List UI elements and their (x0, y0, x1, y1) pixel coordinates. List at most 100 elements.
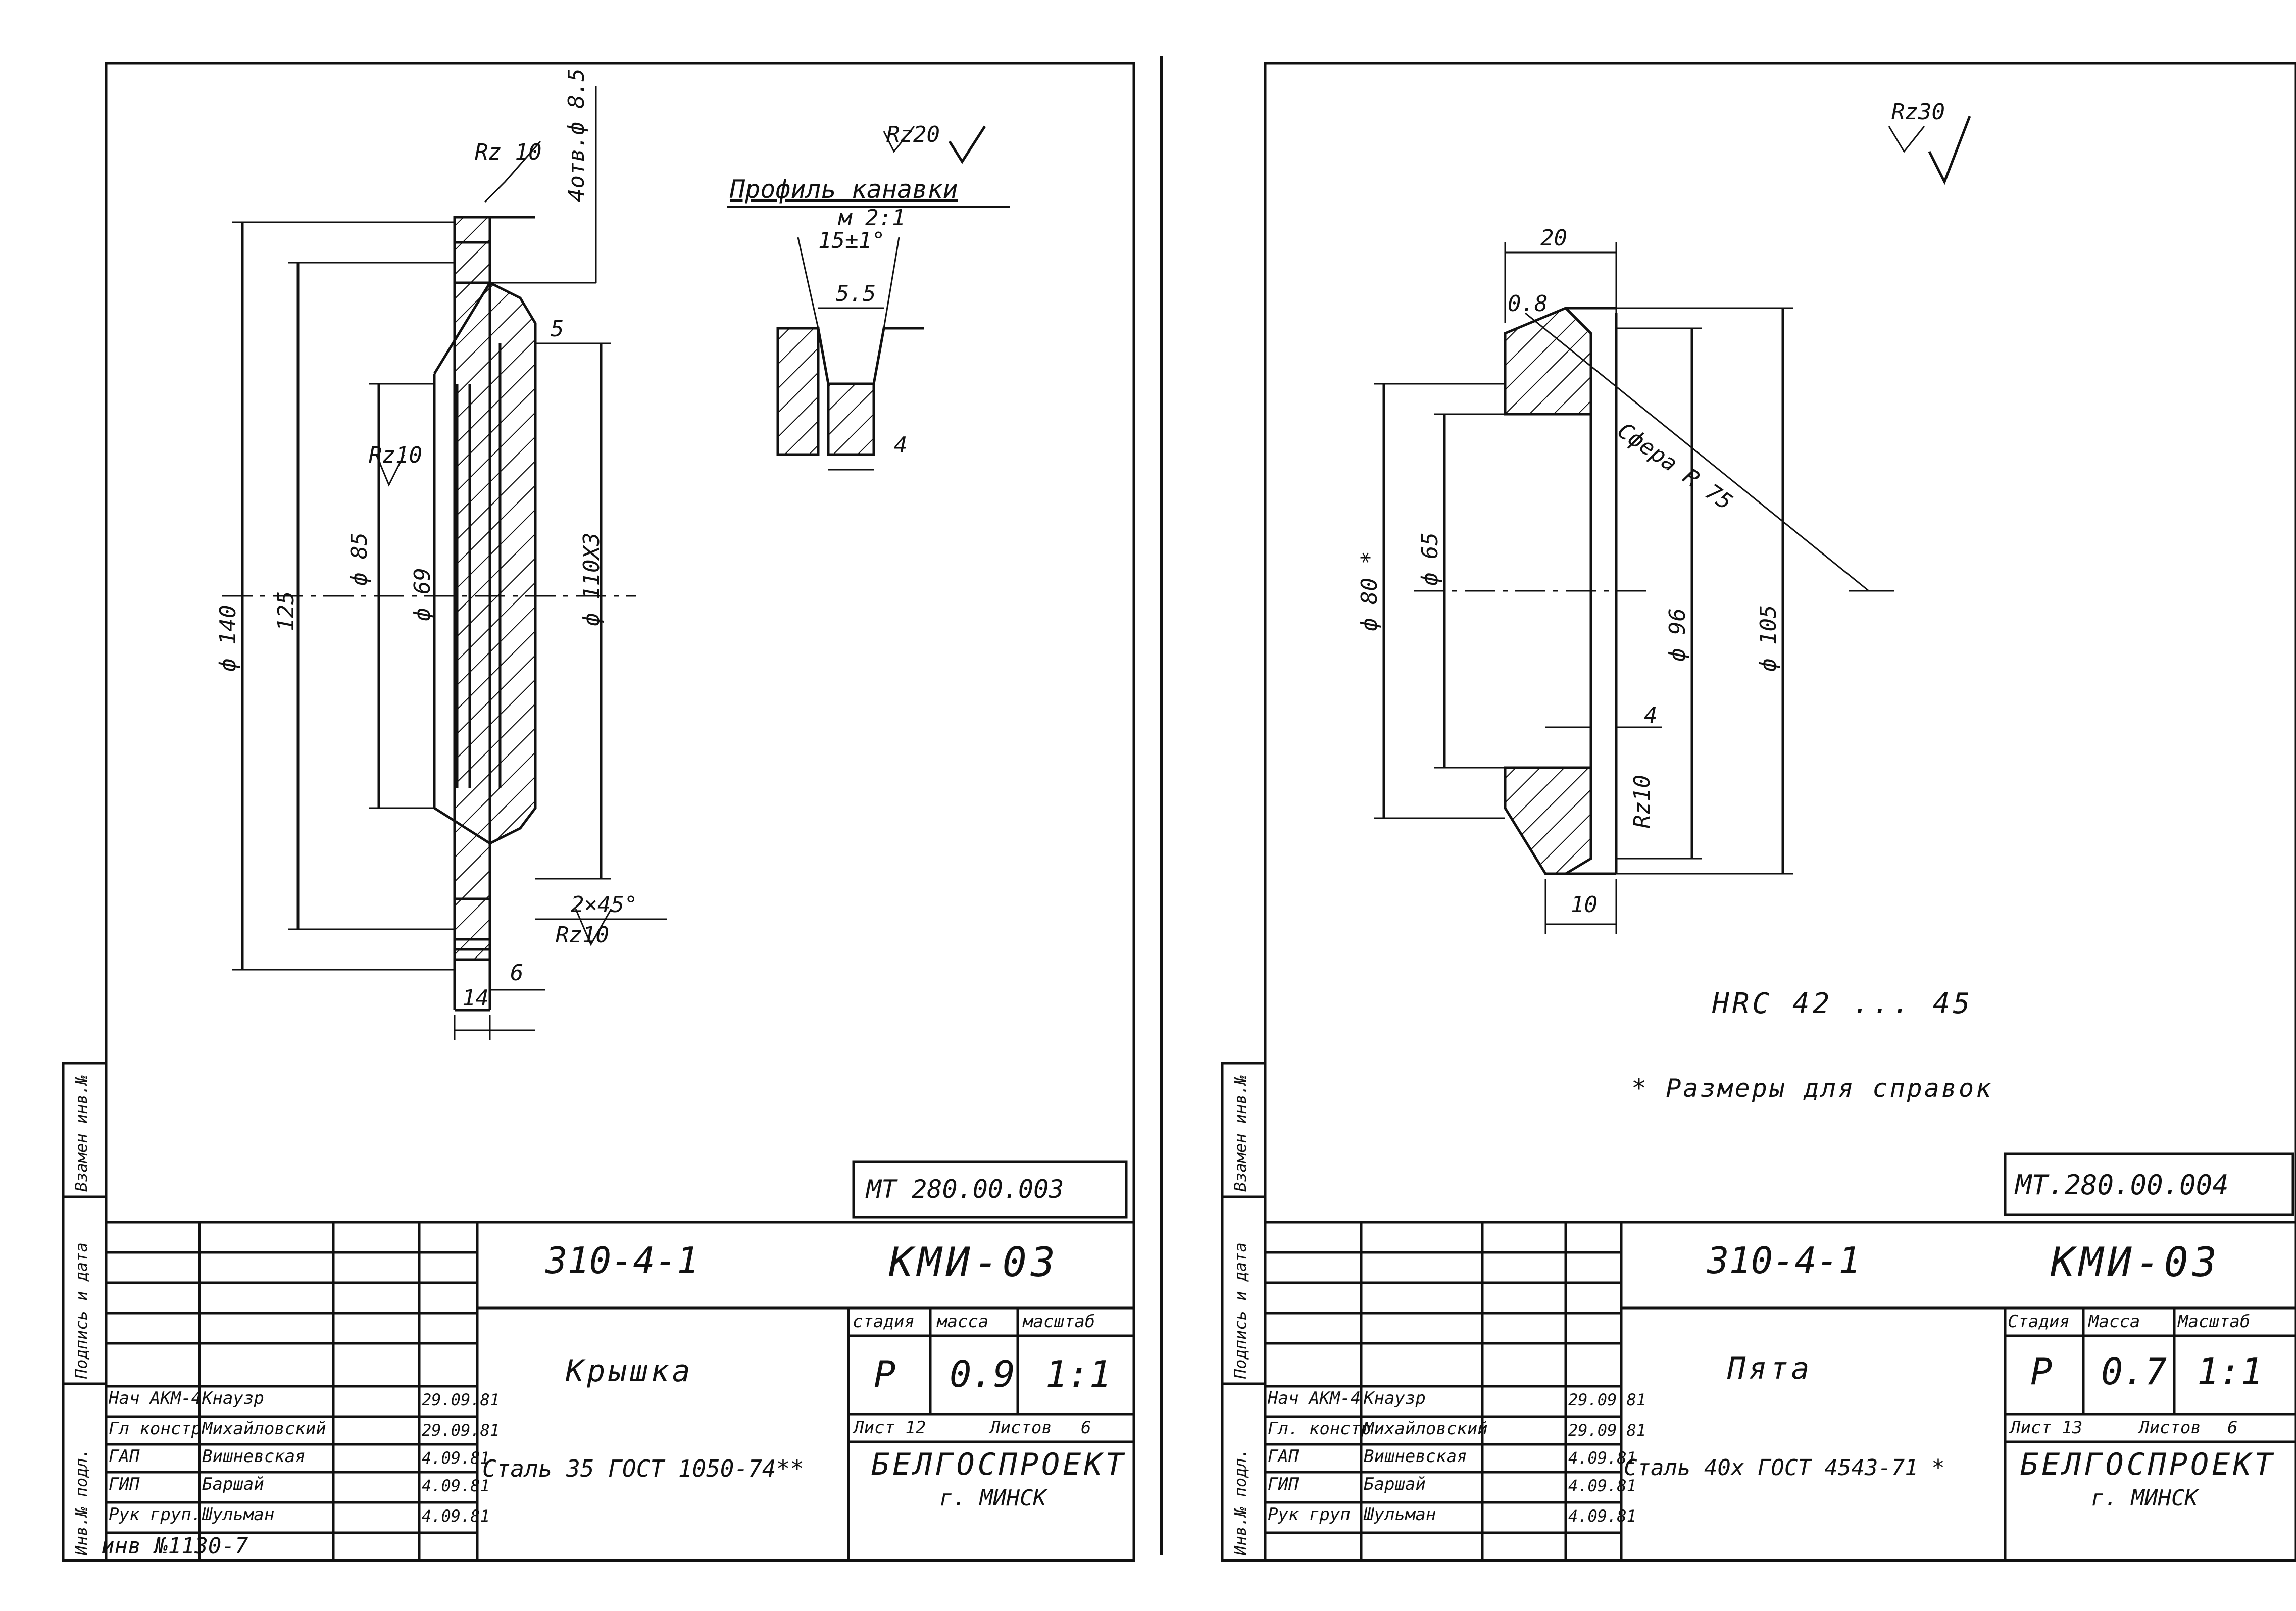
right-signer-name: Михайловский (1364, 1419, 1488, 1439)
left-doc-number: МТ 280.00.003 (866, 1175, 1064, 1204)
cover-section (222, 86, 667, 1040)
left-signer-role: Нач АКМ-4 (109, 1388, 202, 1408)
right-signer-role: Гл. констр (1268, 1419, 1371, 1439)
groove-angle: 15±1° (818, 228, 885, 254)
left-sheet-number: Лист 12 (854, 1418, 926, 1438)
right-signer-date: 4.09.81 (1568, 1506, 1636, 1526)
left-signer-name: Баршай (202, 1474, 264, 1494)
width-14-label: 14 (462, 985, 489, 1011)
left-signer-role: Рук груп. (109, 1504, 202, 1525)
right-signer-date: 4.09.81 (1568, 1476, 1636, 1495)
groove-width-55: 5.5 (836, 281, 876, 307)
left-scale-label: масштаб (1023, 1312, 1095, 1332)
dia-110-label: ф 110Х3 (579, 532, 605, 626)
right-signer-name: Шульман (1364, 1504, 1436, 1525)
right-signer-date: 29.09.81 (1568, 1421, 1646, 1440)
right-signer-role: Рук груп (1268, 1504, 1351, 1525)
right-sheet-number: Лист 13 (2010, 1418, 2083, 1438)
right-stage: Р (2030, 1350, 2053, 1393)
width-20-label: 20 (1540, 225, 1567, 251)
groove-profile (727, 125, 1010, 471)
left-strip-sign-date: Подпись и дата (72, 1242, 91, 1379)
hardness-note: HRC 42 ... 45 (1712, 987, 1973, 1020)
right-scale-label: Масштаб (2178, 1312, 2251, 1332)
right-org: БЕЛГОСПРОЕКТ (2020, 1447, 2276, 1482)
rz10-label: Rz10 (1629, 775, 1655, 828)
groove-rz-label: Rz20 (886, 122, 940, 147)
right-signer-name: Кнаузр (1364, 1388, 1426, 1408)
left-signer-name: Михайловский (202, 1419, 326, 1439)
right-signer-name: Вишневская (1364, 1446, 1467, 1467)
width-5-label: 5 (551, 316, 564, 342)
right-material: Сталь 40х ГОСТ 4543-71 * (1624, 1455, 1945, 1481)
groove-title: Профиль канавки (730, 175, 958, 204)
right-signer-date: 29.09.81 (1568, 1390, 1646, 1409)
right-signer-name: Баршай (1364, 1474, 1426, 1494)
left-mass-label: масса (937, 1312, 989, 1332)
left-inv-number: инв №1130-7 (101, 1533, 248, 1559)
right-part-name: Пята (1727, 1351, 1813, 1386)
right-sheets-label: Листов (2139, 1418, 2201, 1438)
left-strip-inv-orig: Инв.№ подл. (72, 1448, 91, 1555)
width-6-label: 6 (510, 960, 524, 986)
rz10-mid-label: Rz10 (369, 442, 422, 468)
left-signer-name: Кнаузр (202, 1388, 264, 1408)
dia-85-label: ф 85 (346, 532, 372, 586)
right-mass-label: Масса (2088, 1312, 2140, 1332)
left-strip-replace: Взамен инв.№ (72, 1075, 91, 1192)
right-city: г. МИНСК (2091, 1485, 2198, 1511)
right-doc-number: МТ.280.00.004 (2015, 1169, 2229, 1201)
left-signer-date: 4.09.81 (422, 1506, 490, 1526)
left-part-name: Крышка (566, 1353, 693, 1389)
right-strip-replace: Взамен инв.№ (1231, 1075, 1250, 1192)
left-code: КМИ-03 (889, 1239, 1059, 1286)
right-signer-role: Нач АКМ-4 (1268, 1388, 1361, 1408)
left-signer-name: Вишневская (202, 1446, 306, 1467)
dia-96-label: ф 96 (1665, 608, 1690, 662)
rz10-bottom-label: Rz10 (556, 922, 609, 948)
chamfer-label: 2×45° (571, 892, 638, 918)
left-series: 310-4-1 (545, 1239, 699, 1282)
groove-scale: м 2:1 (838, 205, 906, 231)
right-sheets-count: 6 (2227, 1418, 2238, 1438)
left-stage-label: стадия (853, 1312, 915, 1332)
left-signer-role: Гл констр (109, 1419, 202, 1439)
reference-note: * Размеры для справок (1631, 1074, 1993, 1103)
dia-65-label: ф 65 (1417, 532, 1443, 586)
dia-125-label: 125 (273, 591, 299, 631)
heel-section (1374, 116, 1971, 934)
left-sheets-count: 6 (1081, 1418, 1091, 1438)
width-4-label: 4 (1644, 702, 1658, 728)
left-signer-date: 29.09.81 (422, 1390, 500, 1409)
chamfer-08-label: 0.8 (1508, 291, 1548, 317)
right-sheet-frame (1221, 62, 2296, 1562)
left-scale: 1:1 (1045, 1353, 1112, 1395)
width-10-label: 10 (1571, 892, 1598, 918)
left-org: БЕЛГОСПРОЕКТ (871, 1447, 1127, 1482)
left-sheet-frame (62, 56, 1163, 1562)
left-city: г. МИНСК (939, 1485, 1046, 1511)
left-signer-date: 4.09.81 (422, 1476, 490, 1495)
left-signer-name: Шульман (202, 1504, 275, 1525)
right-stage-label: Стадия (2008, 1312, 2070, 1332)
right-strip-sign-date: Подпись и дата (1231, 1242, 1250, 1379)
right-mass: 0.7 (2101, 1350, 2167, 1393)
right-signer-role: ГИП (1268, 1474, 1299, 1494)
left-stage: Р (874, 1353, 896, 1395)
left-signer-date: 29.09.81 (422, 1421, 500, 1440)
right-signer-role: ГАП (1268, 1446, 1299, 1467)
right-rz30-label: Rz30 (1891, 99, 1945, 125)
right-series: 310-4-1 (1707, 1239, 1861, 1282)
holes-label: 4отв.ф 8.5 (564, 68, 589, 202)
dia-140-label: ф 140 (215, 605, 241, 672)
left-sheets-label: Листов (990, 1418, 1052, 1438)
left-signer-date: 4.09.81 (422, 1448, 490, 1468)
right-strip-inv-orig: Инв.№ подл. (1231, 1448, 1250, 1555)
left-signer-role: ГИП (109, 1474, 140, 1494)
dia-80-label: ф 80 * (1357, 551, 1382, 631)
dia-105-label: ф 105 (1756, 605, 1781, 672)
groove-width-4: 4 (894, 432, 908, 458)
dia-69-label: ф 69 (410, 568, 435, 621)
left-mass: 0.9 (950, 1353, 1016, 1395)
